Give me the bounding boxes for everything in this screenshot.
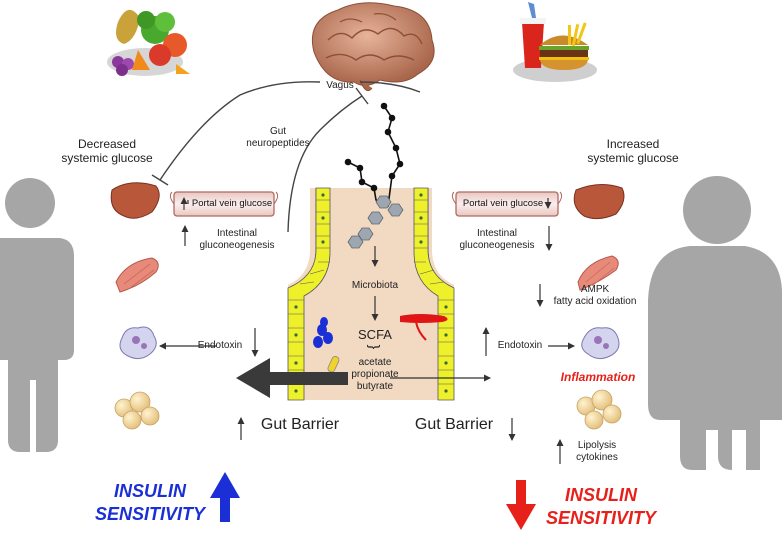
ampk-label: AMPK fatty acid oxidation [553,284,637,307]
left-portal-vein-label: Portal vein glucose [191,198,273,209]
muscle-icon-left [115,257,159,293]
gut-neuropeptides-label: Gut neuropeptides [246,126,310,149]
vagus-label: Vagus [326,80,354,91]
portal-vein-tube-right [451,191,563,217]
left-endotoxin-label: Endotoxin [197,340,243,351]
immune-cell-icon-left [119,326,157,360]
left-systemic-glucose-label: Decreased systemic glucose [61,137,153,165]
lean-person-figure [0,178,74,452]
arrows [159,198,575,464]
vagus-nerve-path [151,81,421,233]
fast-food-icon [513,2,597,82]
portal-vein-tube-left [169,191,279,217]
scfa-types-label: acetate propionate butyrate [351,357,399,392]
right-systemic-glucose-label: Increased systemic glucose [587,137,679,165]
epithelium-left [287,187,331,401]
left-gut-barrier-label: Gut Barrier [260,416,340,433]
adipose-tissue-icon-right [576,389,622,430]
lipolysis-label: Lipolysis cytokines [576,440,618,463]
muscle-icon-right [577,255,619,291]
right-gut-barrier-label: Gut Barrier [414,416,494,433]
left-igng-label: Intestinal gluconeogenesis [199,228,275,251]
bacteria-red-icon [400,314,448,341]
right-endotoxin-label: Endotoxin [497,340,543,351]
fiber-hexagon-chain [347,195,404,249]
inflammation-label: Inflammation [560,370,636,384]
right-igng-label: Intestinal gluconeogenesis [459,228,535,251]
immune-cell-icon-right [581,327,620,360]
healthy-food-icon [107,9,190,76]
liver-icon-left [110,182,160,219]
microbiota-label: Microbiota [351,280,399,291]
brain-icon [312,2,435,92]
obese-person-figure [648,176,782,470]
scfa-output-arrow [236,358,348,398]
right-insulin-sensitivity-label: INSULIN SENSITIVITY [545,485,657,528]
adipose-tissue-icon-left [114,391,160,430]
epithelium-right [413,187,455,401]
right-portal-vein-label: Portal vein glucose [462,198,544,209]
bacteria-yellow-icon [327,356,340,373]
liver-icon-right [573,184,625,220]
insulin-down-arrow-icon [506,480,536,530]
scfa-label: SCFA [358,327,392,342]
left-insulin-sensitivity-label: INSULIN SENSITIVITY [94,481,206,524]
bacteria-blue-icon [313,317,333,348]
fiber-molecule-icon [344,102,404,208]
insulin-up-arrow-icon [210,472,240,522]
